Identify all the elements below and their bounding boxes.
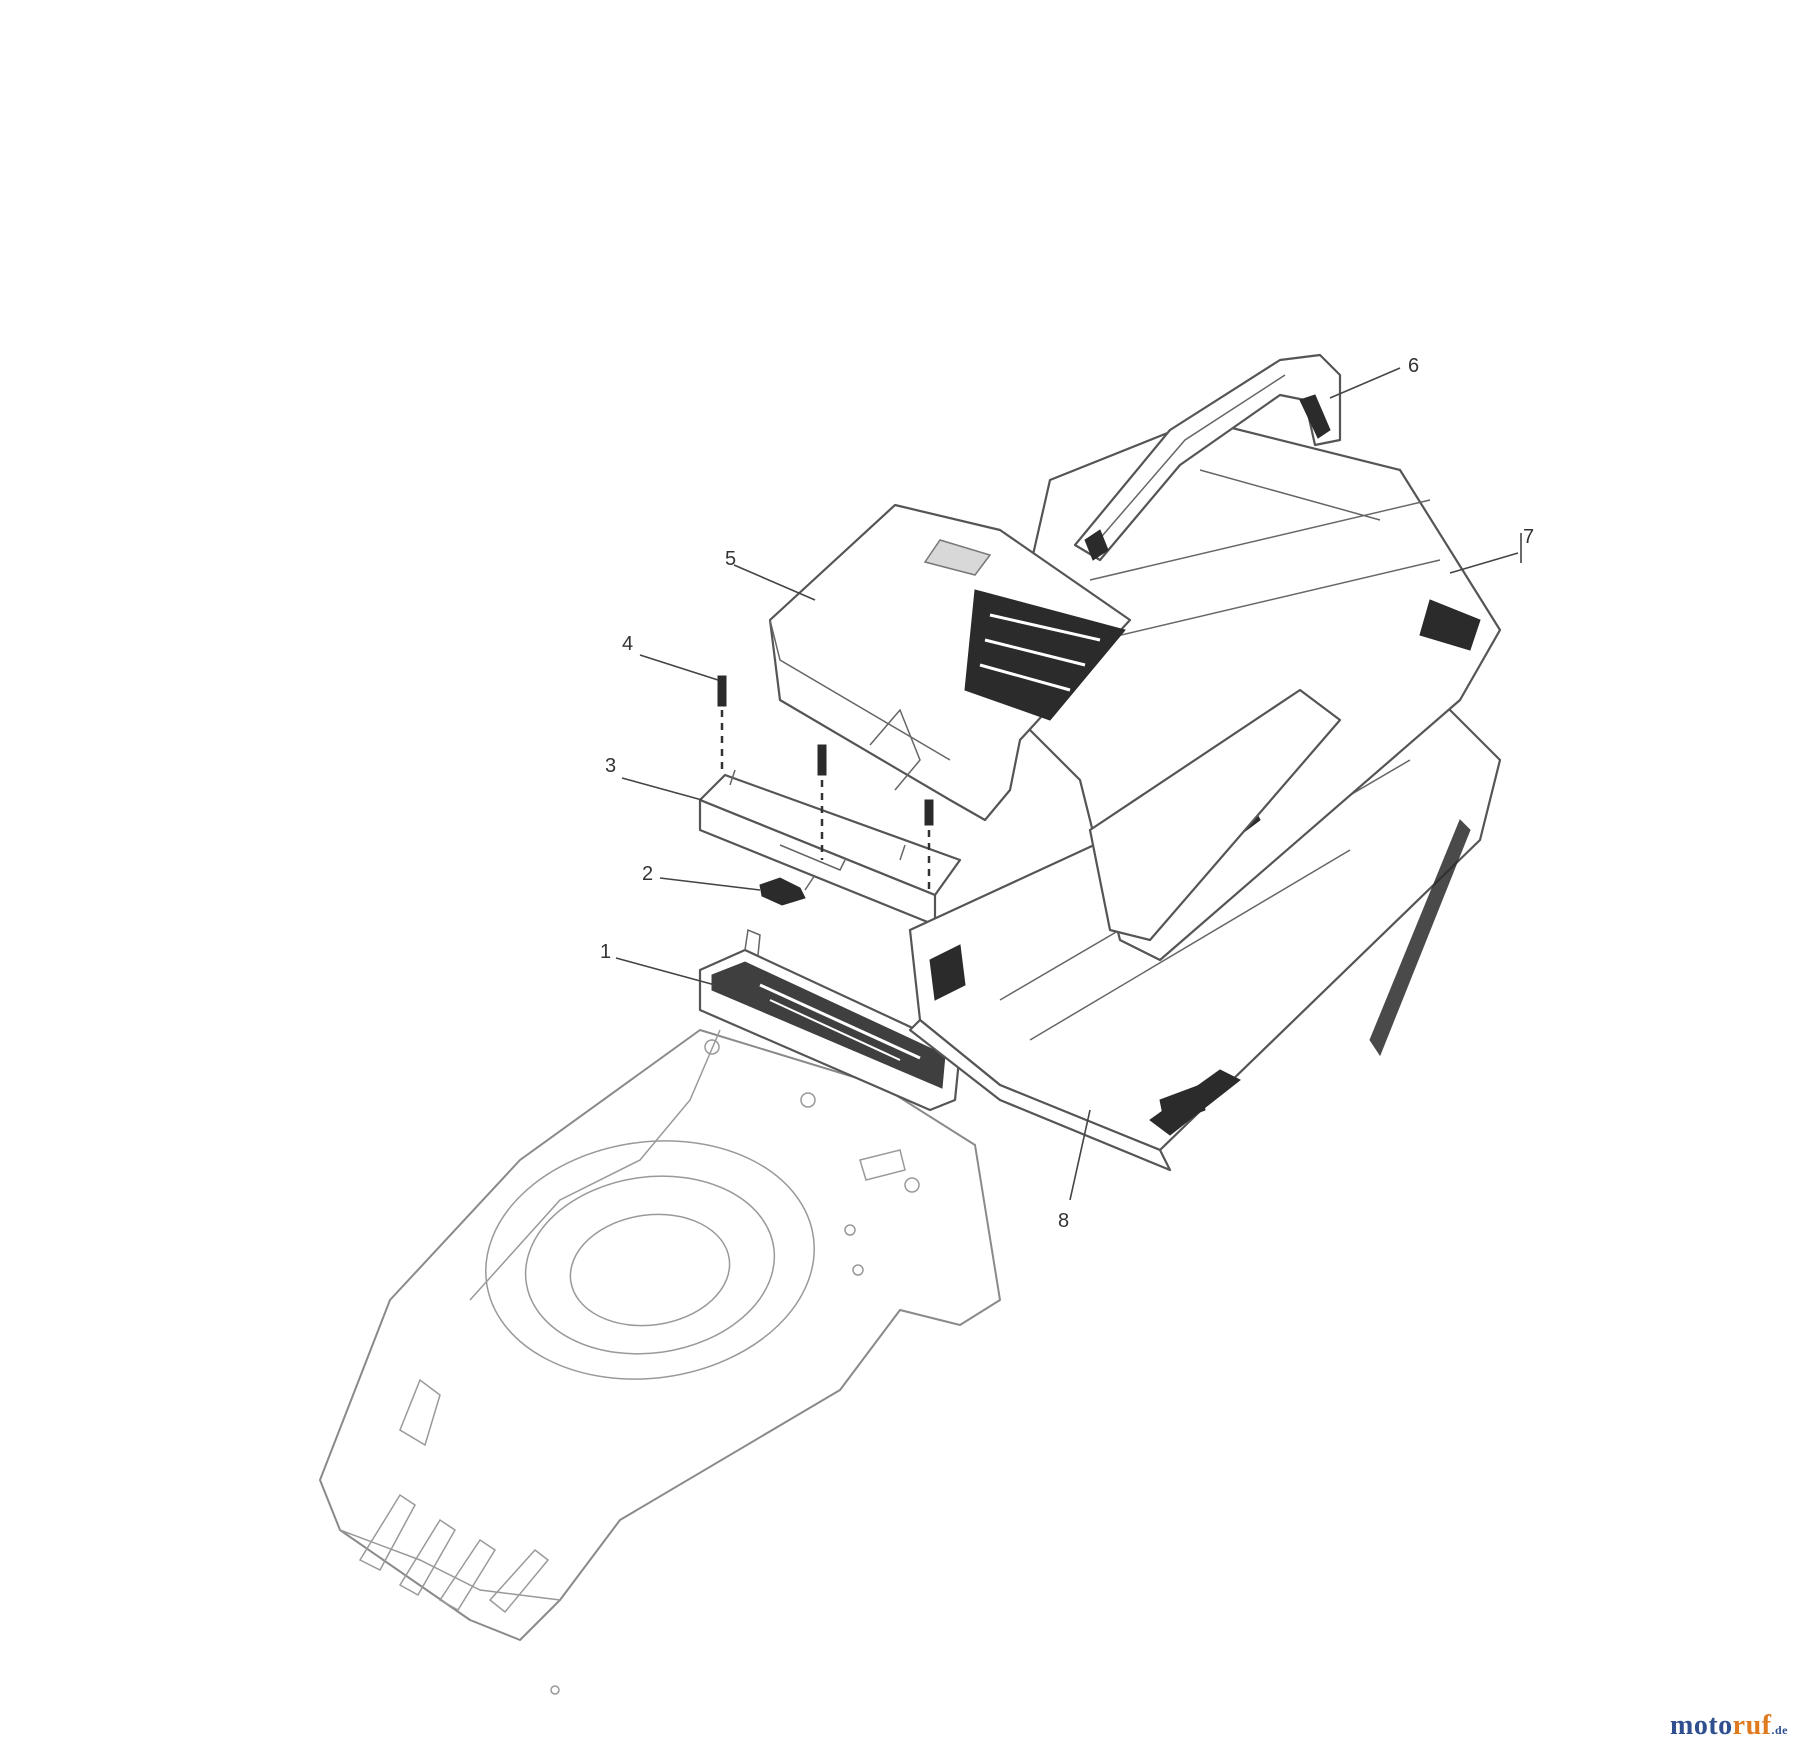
callout-1: 1 xyxy=(600,941,611,963)
part-2-spring xyxy=(759,874,816,906)
leader-lines xyxy=(615,367,1522,1201)
callout-8: 8 xyxy=(1058,1210,1069,1232)
part-5-rear-cover xyxy=(768,503,1132,822)
watermark-part2: ruf xyxy=(1732,1710,1772,1741)
callout-6: 6 xyxy=(1408,355,1419,377)
part-4-screws xyxy=(717,675,934,890)
mower-deck xyxy=(319,1029,1001,1695)
part-1-deflector xyxy=(698,928,966,1112)
callout-3: 3 xyxy=(605,755,616,777)
callout-5: 5 xyxy=(725,548,736,570)
watermark-part3: .de xyxy=(1771,1723,1788,1737)
callout-2: 2 xyxy=(642,863,653,885)
callout-7: 7 xyxy=(1523,526,1534,548)
part-3-hinge-bar xyxy=(698,769,962,927)
part-7-catcher-shell xyxy=(998,418,1502,962)
callouts: 1 2 3 4 5 6 7 8 xyxy=(600,355,1534,1232)
motoruf-watermark: motoruf.de xyxy=(1670,1710,1788,1742)
watermark-part1: moto xyxy=(1670,1710,1733,1741)
callout-4: 4 xyxy=(622,633,633,655)
part-6-handle xyxy=(1073,353,1342,562)
